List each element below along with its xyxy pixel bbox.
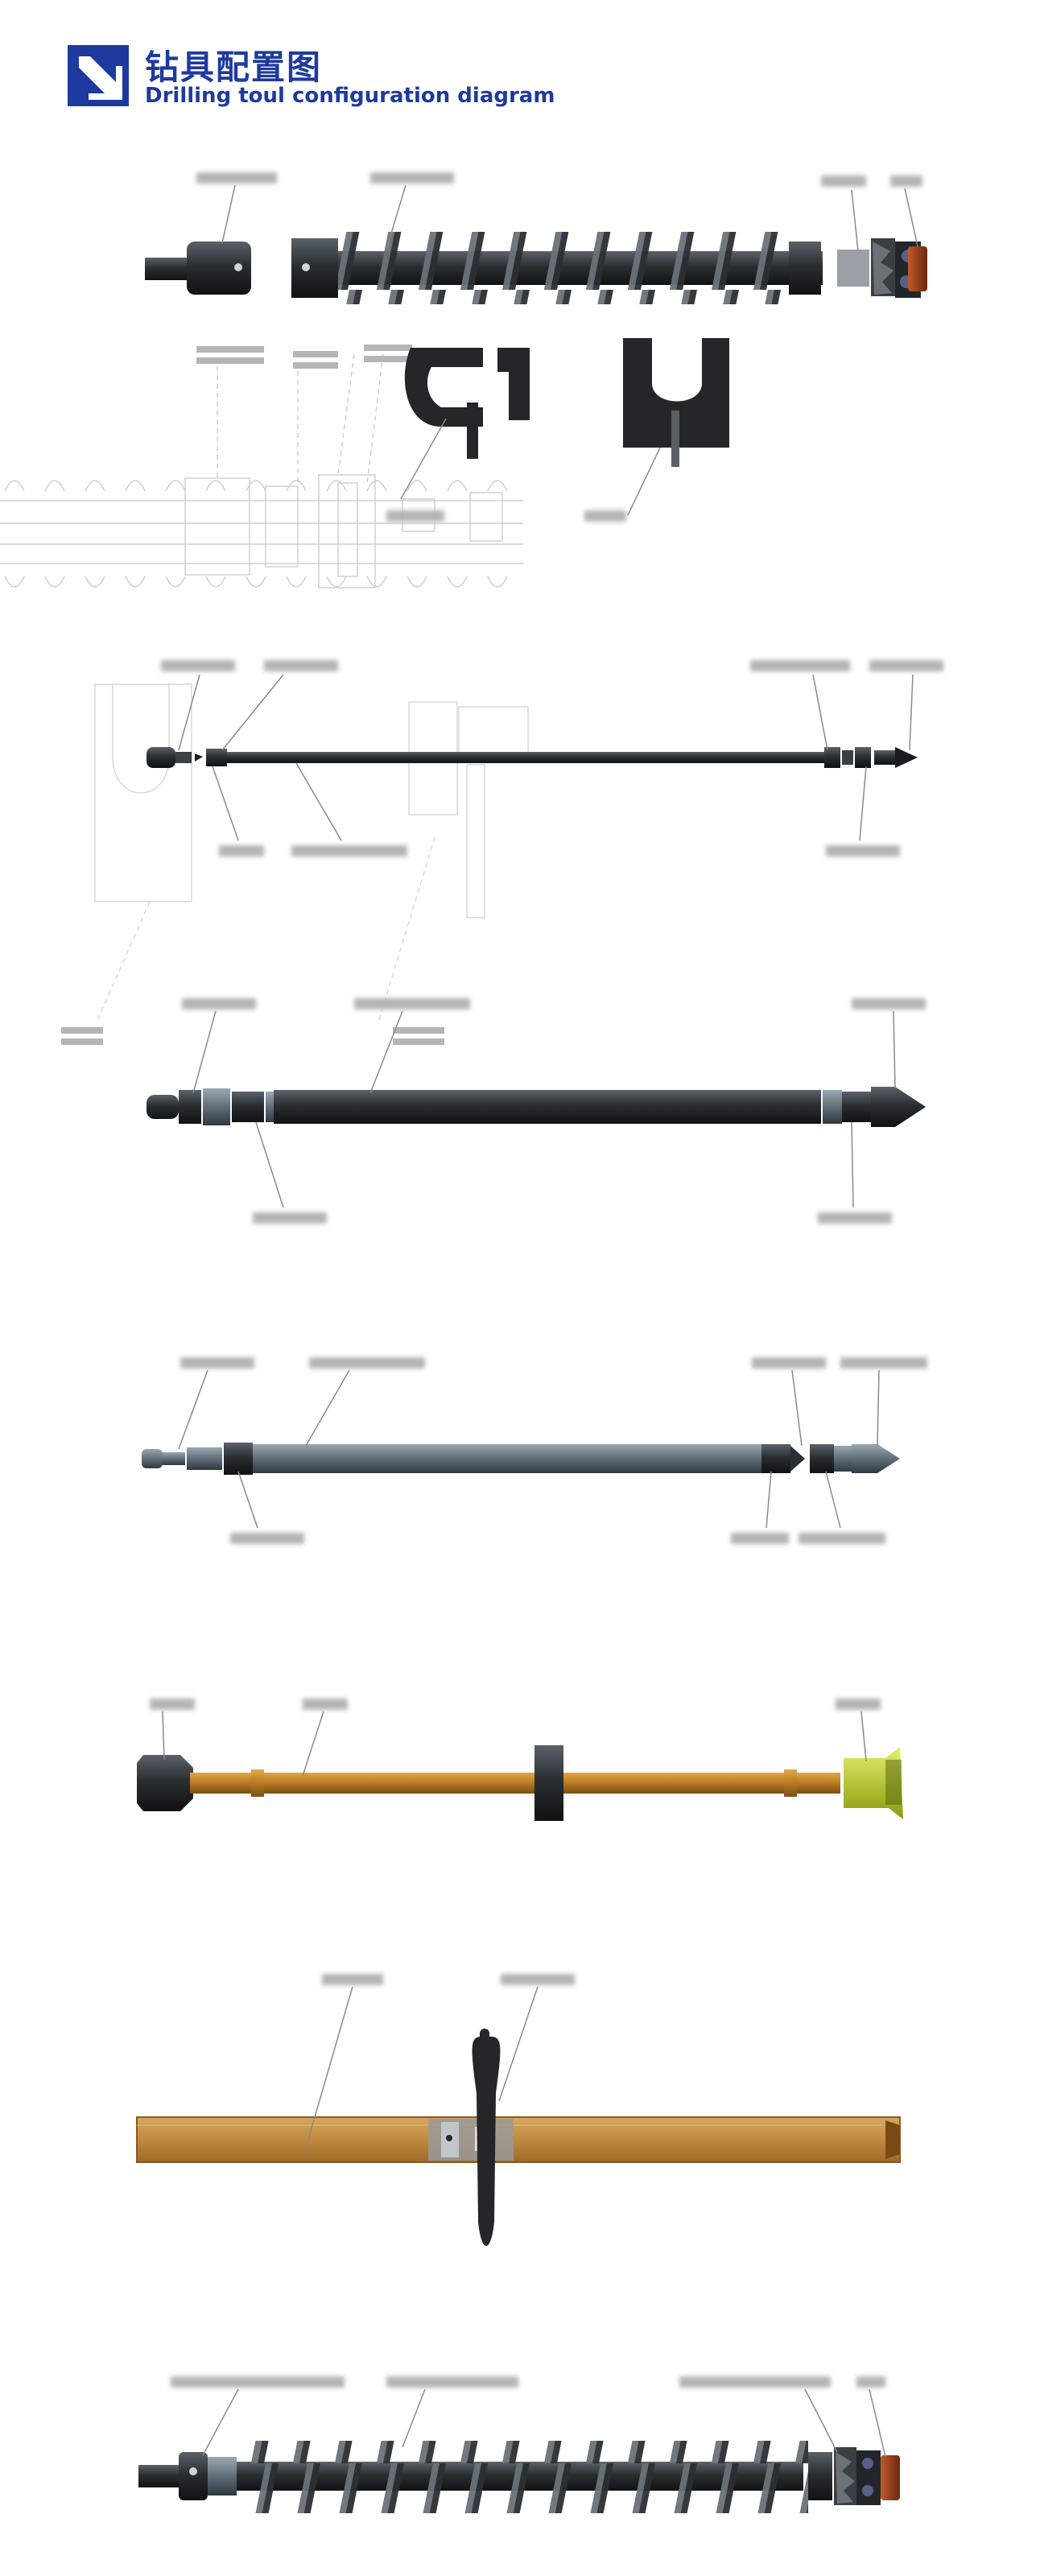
leader-lines-2	[400, 418, 661, 516]
blurred-labels-2	[386, 510, 626, 522]
fork-wrench-tools	[0, 338, 729, 588]
blurred-labels-6	[150, 1699, 881, 1710]
blurred-labels-8	[171, 2376, 885, 2388]
small-fork-wrench	[404, 348, 530, 459]
end-cap	[908, 246, 927, 291]
helical-auger-assembly-2	[138, 2376, 900, 2513]
ghost-text-3	[61, 1027, 444, 1045]
wooden-beam-lever	[136, 1974, 901, 2246]
blurred-labels-3	[161, 660, 943, 857]
black-rod-assembly	[147, 998, 926, 1224]
leader-lines-6	[162, 1711, 867, 1777]
thin-rod-assembly	[61, 660, 943, 1045]
blurred-labels-7	[322, 1974, 575, 1985]
ghost-text	[196, 345, 412, 369]
arrow-down-right-icon	[68, 45, 129, 106]
helical-auger-assembly	[145, 172, 927, 304]
leader-lines-7	[305, 1986, 539, 2149]
ghost-drawing	[0, 353, 523, 588]
page-subtitle: Drilling toul configuration diagram	[145, 84, 555, 108]
leader-lines-3	[178, 674, 914, 841]
brass-rod-assembly	[137, 1699, 903, 1821]
large-fork-wrench	[623, 338, 729, 467]
leader-lines-5	[178, 1369, 880, 1529]
leader-lines-4	[192, 1010, 896, 1208]
auger-body	[291, 232, 823, 304]
grey-core-barrel-assembly	[142, 1357, 927, 1544]
blurred-labels-1	[196, 172, 922, 187]
adapter-sub	[145, 242, 251, 295]
blurred-labels-4	[182, 998, 926, 1224]
leader-lines-8	[202, 2388, 886, 2458]
leader-lines-1	[221, 184, 918, 252]
page-title: 钻具配置图	[145, 47, 323, 87]
blurred-labels-5	[180, 1357, 927, 1544]
